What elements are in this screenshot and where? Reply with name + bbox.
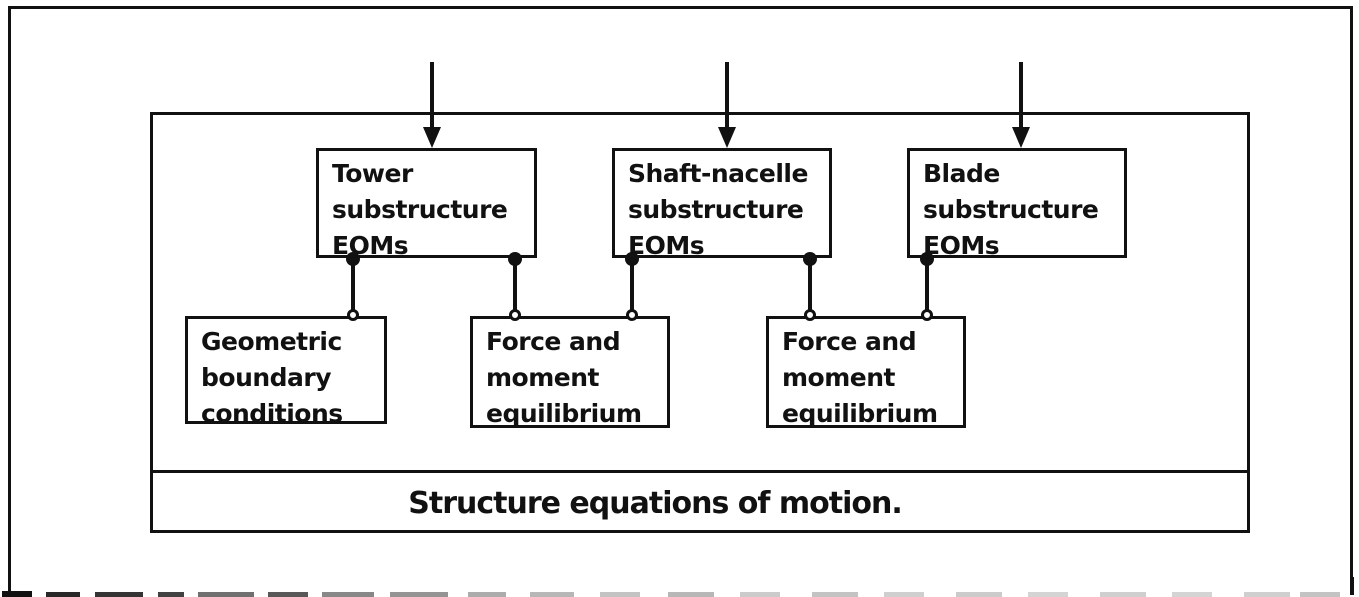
- outer-frame: [8, 6, 1353, 592]
- box-blade-substructure-eoms: Blade substructure EOMs: [907, 148, 1127, 260]
- box-tower-substructure-eoms: Tower substructure EOMs: [316, 148, 537, 260]
- box-force-moment-equilibrium-2: Force and moment equilibrium: [766, 316, 966, 428]
- banner-label: Structure equations of motion.: [408, 485, 902, 521]
- box-shaft-nacelle-substructure-eoms: Shaft-nacelle substructure EOMs: [612, 148, 832, 260]
- banner-structure-equations: Structure equations of motion.: [150, 470, 1250, 533]
- structure-eom-group-frame: [150, 112, 1250, 533]
- box-geometric-boundary-conditions: Geometric boundary conditions: [185, 316, 387, 428]
- box-force-moment-equilibrium-1: Force and moment equilibrium: [470, 316, 670, 428]
